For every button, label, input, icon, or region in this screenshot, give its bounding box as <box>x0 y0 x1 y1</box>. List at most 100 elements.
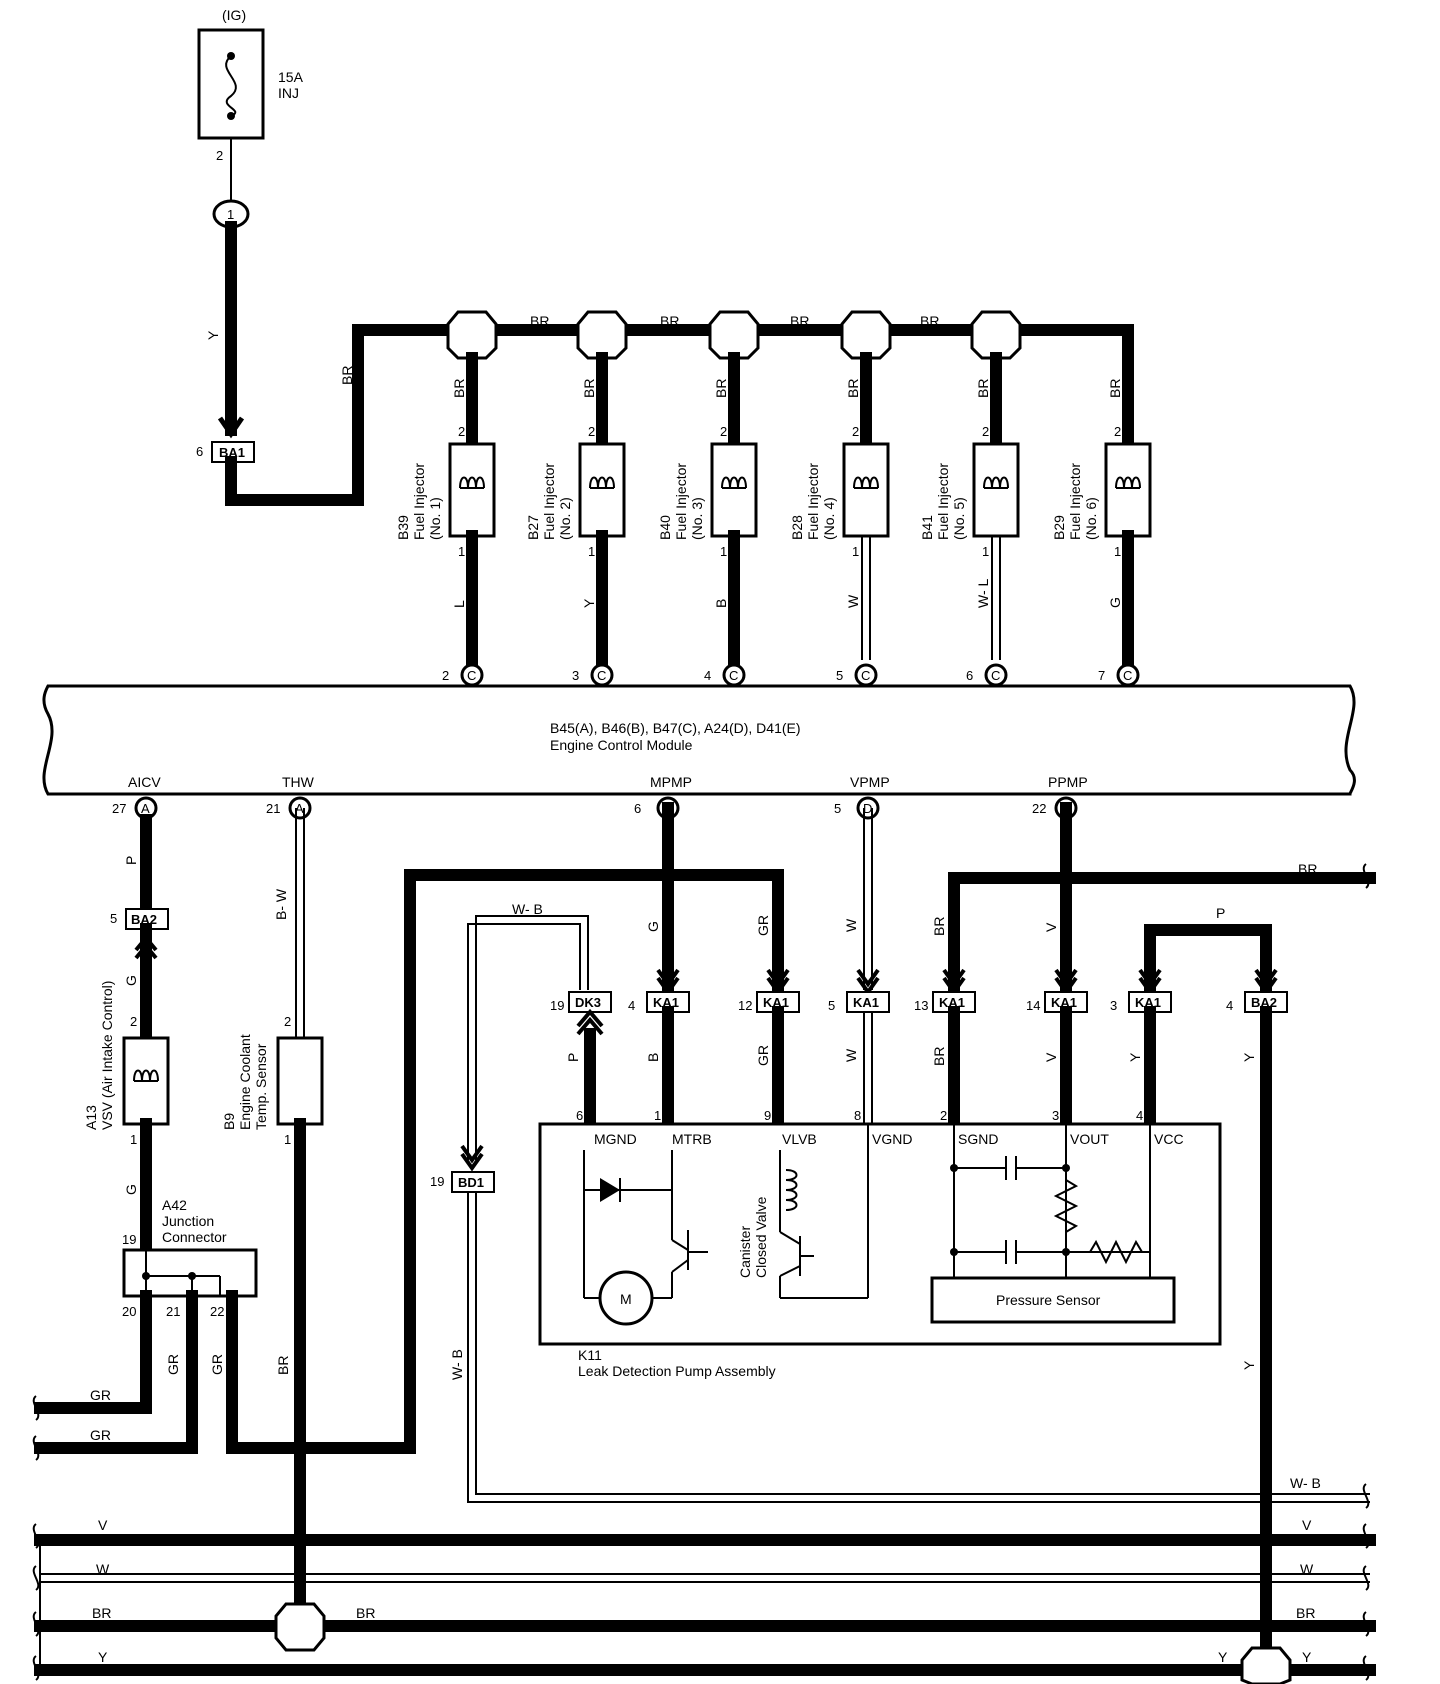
svg-text:1: 1 <box>852 544 859 559</box>
injector-top-wire: BR <box>845 379 861 398</box>
ecm-connectors: B45(A), B46(B), B47(C), A24(D), D41(E) <box>550 720 801 736</box>
svg-text:Y: Y <box>1241 1052 1257 1062</box>
svg-text:Closed Valve: Closed Valve <box>753 1196 769 1278</box>
injector-bottom-wire: W <box>845 594 861 608</box>
injector-code: B39 <box>395 515 411 540</box>
svg-text:GR: GR <box>165 1354 181 1375</box>
resistor-2-icon <box>1089 1239 1143 1265</box>
injector-num: (No. 6) <box>1083 497 1099 540</box>
svg-text:C: C <box>861 668 870 683</box>
connector-bd1: 19 BD1 <box>430 1171 495 1193</box>
svg-text:BR: BR <box>356 1605 375 1621</box>
injector-bottom-wire: W- L <box>975 578 991 608</box>
svg-text:GR: GR <box>209 1354 225 1375</box>
connector-ka1-w: 5 KA1 <box>828 991 890 1013</box>
svg-text:20: 20 <box>122 1304 136 1319</box>
svg-text:2: 2 <box>458 424 465 439</box>
splice-2 <box>576 310 628 360</box>
svg-text:W- B: W- B <box>1290 1475 1321 1491</box>
svg-text:W: W <box>96 1561 110 1577</box>
svg-text:19: 19 <box>122 1232 136 1247</box>
pump-pin: 9 <box>764 1108 771 1123</box>
svg-text:A42: A42 <box>162 1197 187 1213</box>
svg-text:C: C <box>729 668 738 683</box>
pump-pin: 3 <box>1052 1108 1059 1123</box>
svg-text:VSV (Air Intake Control): VSV (Air Intake Control) <box>99 981 115 1130</box>
svg-text:2: 2 <box>852 424 859 439</box>
svg-text:C: C <box>467 668 476 683</box>
ecm-pin: 21 <box>266 801 280 816</box>
injector-name: Fuel Injector <box>411 463 427 540</box>
svg-text:3: 3 <box>1110 998 1117 1013</box>
pump-pin: 1 <box>654 1108 661 1123</box>
svg-text:2: 2 <box>284 1014 291 1029</box>
wire-br-3: BR <box>790 313 809 329</box>
svg-text:A: A <box>295 801 304 816</box>
fuse-box <box>197 28 265 140</box>
svg-text:P: P <box>1216 905 1225 921</box>
svg-text:2: 2 <box>720 424 727 439</box>
svg-text:BR: BR <box>1298 861 1317 877</box>
svg-text:4: 4 <box>1226 998 1233 1013</box>
ecm-pin: 7 <box>1098 668 1105 683</box>
svg-text:B9: B9 <box>221 1113 237 1130</box>
pump-terminal: VCC <box>1154 1131 1184 1147</box>
svg-text:1: 1 <box>458 544 465 559</box>
svg-text:B: B <box>645 1053 661 1062</box>
svg-text:2: 2 <box>1114 424 1121 439</box>
svg-text:1: 1 <box>720 544 727 559</box>
svg-text:Canister: Canister <box>737 1226 753 1278</box>
injector-top-wire: BR <box>451 379 467 398</box>
svg-text:DK3: DK3 <box>575 995 601 1010</box>
svg-text:Pressure Sensor: Pressure Sensor <box>996 1292 1101 1308</box>
pump-pin: 4 <box>1136 1108 1143 1123</box>
svg-text:21: 21 <box>166 1304 180 1319</box>
svg-text:2: 2 <box>588 424 595 439</box>
injector-coil-icon <box>721 476 747 489</box>
svg-text:B- W: B- W <box>273 888 289 920</box>
junction-1-label: 1 <box>227 207 234 222</box>
svg-text:V: V <box>1043 922 1059 932</box>
svg-text:GR: GR <box>90 1427 111 1443</box>
svg-text:2: 2 <box>130 1014 137 1029</box>
ecm-pin: 22 <box>1032 801 1046 816</box>
wire-y-left: Y <box>205 330 221 340</box>
ecm-signal: MPMP <box>650 774 692 790</box>
pump-pin: 2 <box>940 1108 947 1123</box>
ecm-signal: AICV <box>128 774 161 790</box>
injector-code: B41 <box>919 515 935 540</box>
svg-text:19: 19 <box>550 998 564 1013</box>
svg-text:V: V <box>98 1517 108 1533</box>
resistor-icon <box>1053 1179 1079 1252</box>
svg-text:5: 5 <box>828 998 835 1013</box>
svg-text:KA1: KA1 <box>853 995 879 1010</box>
svg-text:22: 22 <box>210 1304 224 1319</box>
svg-text:BD1: BD1 <box>458 1175 484 1190</box>
svg-text:13: 13 <box>914 998 928 1013</box>
svg-text:BR: BR <box>931 1047 947 1066</box>
svg-text:14: 14 <box>1026 998 1040 1013</box>
fuse-source: (IG) <box>222 7 246 23</box>
svg-text:A: A <box>141 801 150 816</box>
fuse-name: INJ <box>278 85 299 101</box>
svg-text:W: W <box>843 918 859 932</box>
fuse-rating: 15A <box>278 69 304 85</box>
svg-text:GR: GR <box>755 1045 771 1066</box>
connector-ba2-p: 5 BA2 <box>110 908 169 930</box>
svg-text:1: 1 <box>982 544 989 559</box>
svg-text:A13: A13 <box>83 1105 99 1130</box>
injector-top-wire: BR <box>1107 379 1123 398</box>
fuse-inj: (IG) 15A INJ 2 <box>197 7 304 163</box>
svg-text:GR: GR <box>755 915 771 936</box>
svg-text:Leak Detection Pump Assembly: Leak Detection Pump Assembly <box>578 1363 776 1379</box>
svg-text:BR: BR <box>1296 1605 1315 1621</box>
